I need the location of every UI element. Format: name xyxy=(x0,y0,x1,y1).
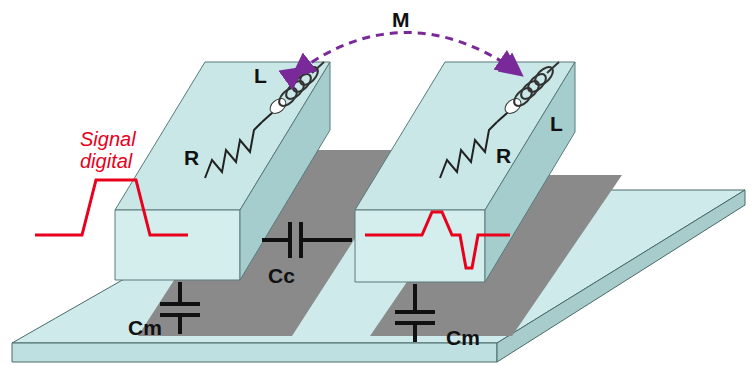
pcb-edge xyxy=(12,343,497,362)
inductor-symbol xyxy=(497,62,559,122)
signal-label: Signal digital xyxy=(80,128,152,172)
inductance-label: M xyxy=(392,8,410,31)
mutual-arc xyxy=(300,33,515,71)
arrow-head xyxy=(296,66,305,73)
capacitor-label: Cc xyxy=(268,264,295,287)
inductor-symbol xyxy=(262,62,324,122)
resistor-symbol xyxy=(440,122,497,178)
trace-side xyxy=(485,62,575,282)
resistor-symbol xyxy=(205,122,262,178)
inductor-label: L xyxy=(254,64,267,87)
capacitor-label: Cm xyxy=(446,326,480,349)
capacitor-label: Cm xyxy=(128,316,162,339)
capacitor-symbol xyxy=(395,284,435,342)
trace-front xyxy=(115,210,240,280)
capacitor-symbol xyxy=(160,282,200,334)
resistor-label: R xyxy=(496,144,511,167)
resistor-label: R xyxy=(184,146,199,169)
trace-front xyxy=(355,210,485,282)
inductor-label: L xyxy=(550,112,563,135)
crosstalk-waveform xyxy=(365,212,510,268)
trace-side xyxy=(240,62,330,280)
arrow-head xyxy=(510,66,519,73)
capacitor-symbol xyxy=(262,222,352,258)
digital-pulse xyxy=(35,180,188,235)
